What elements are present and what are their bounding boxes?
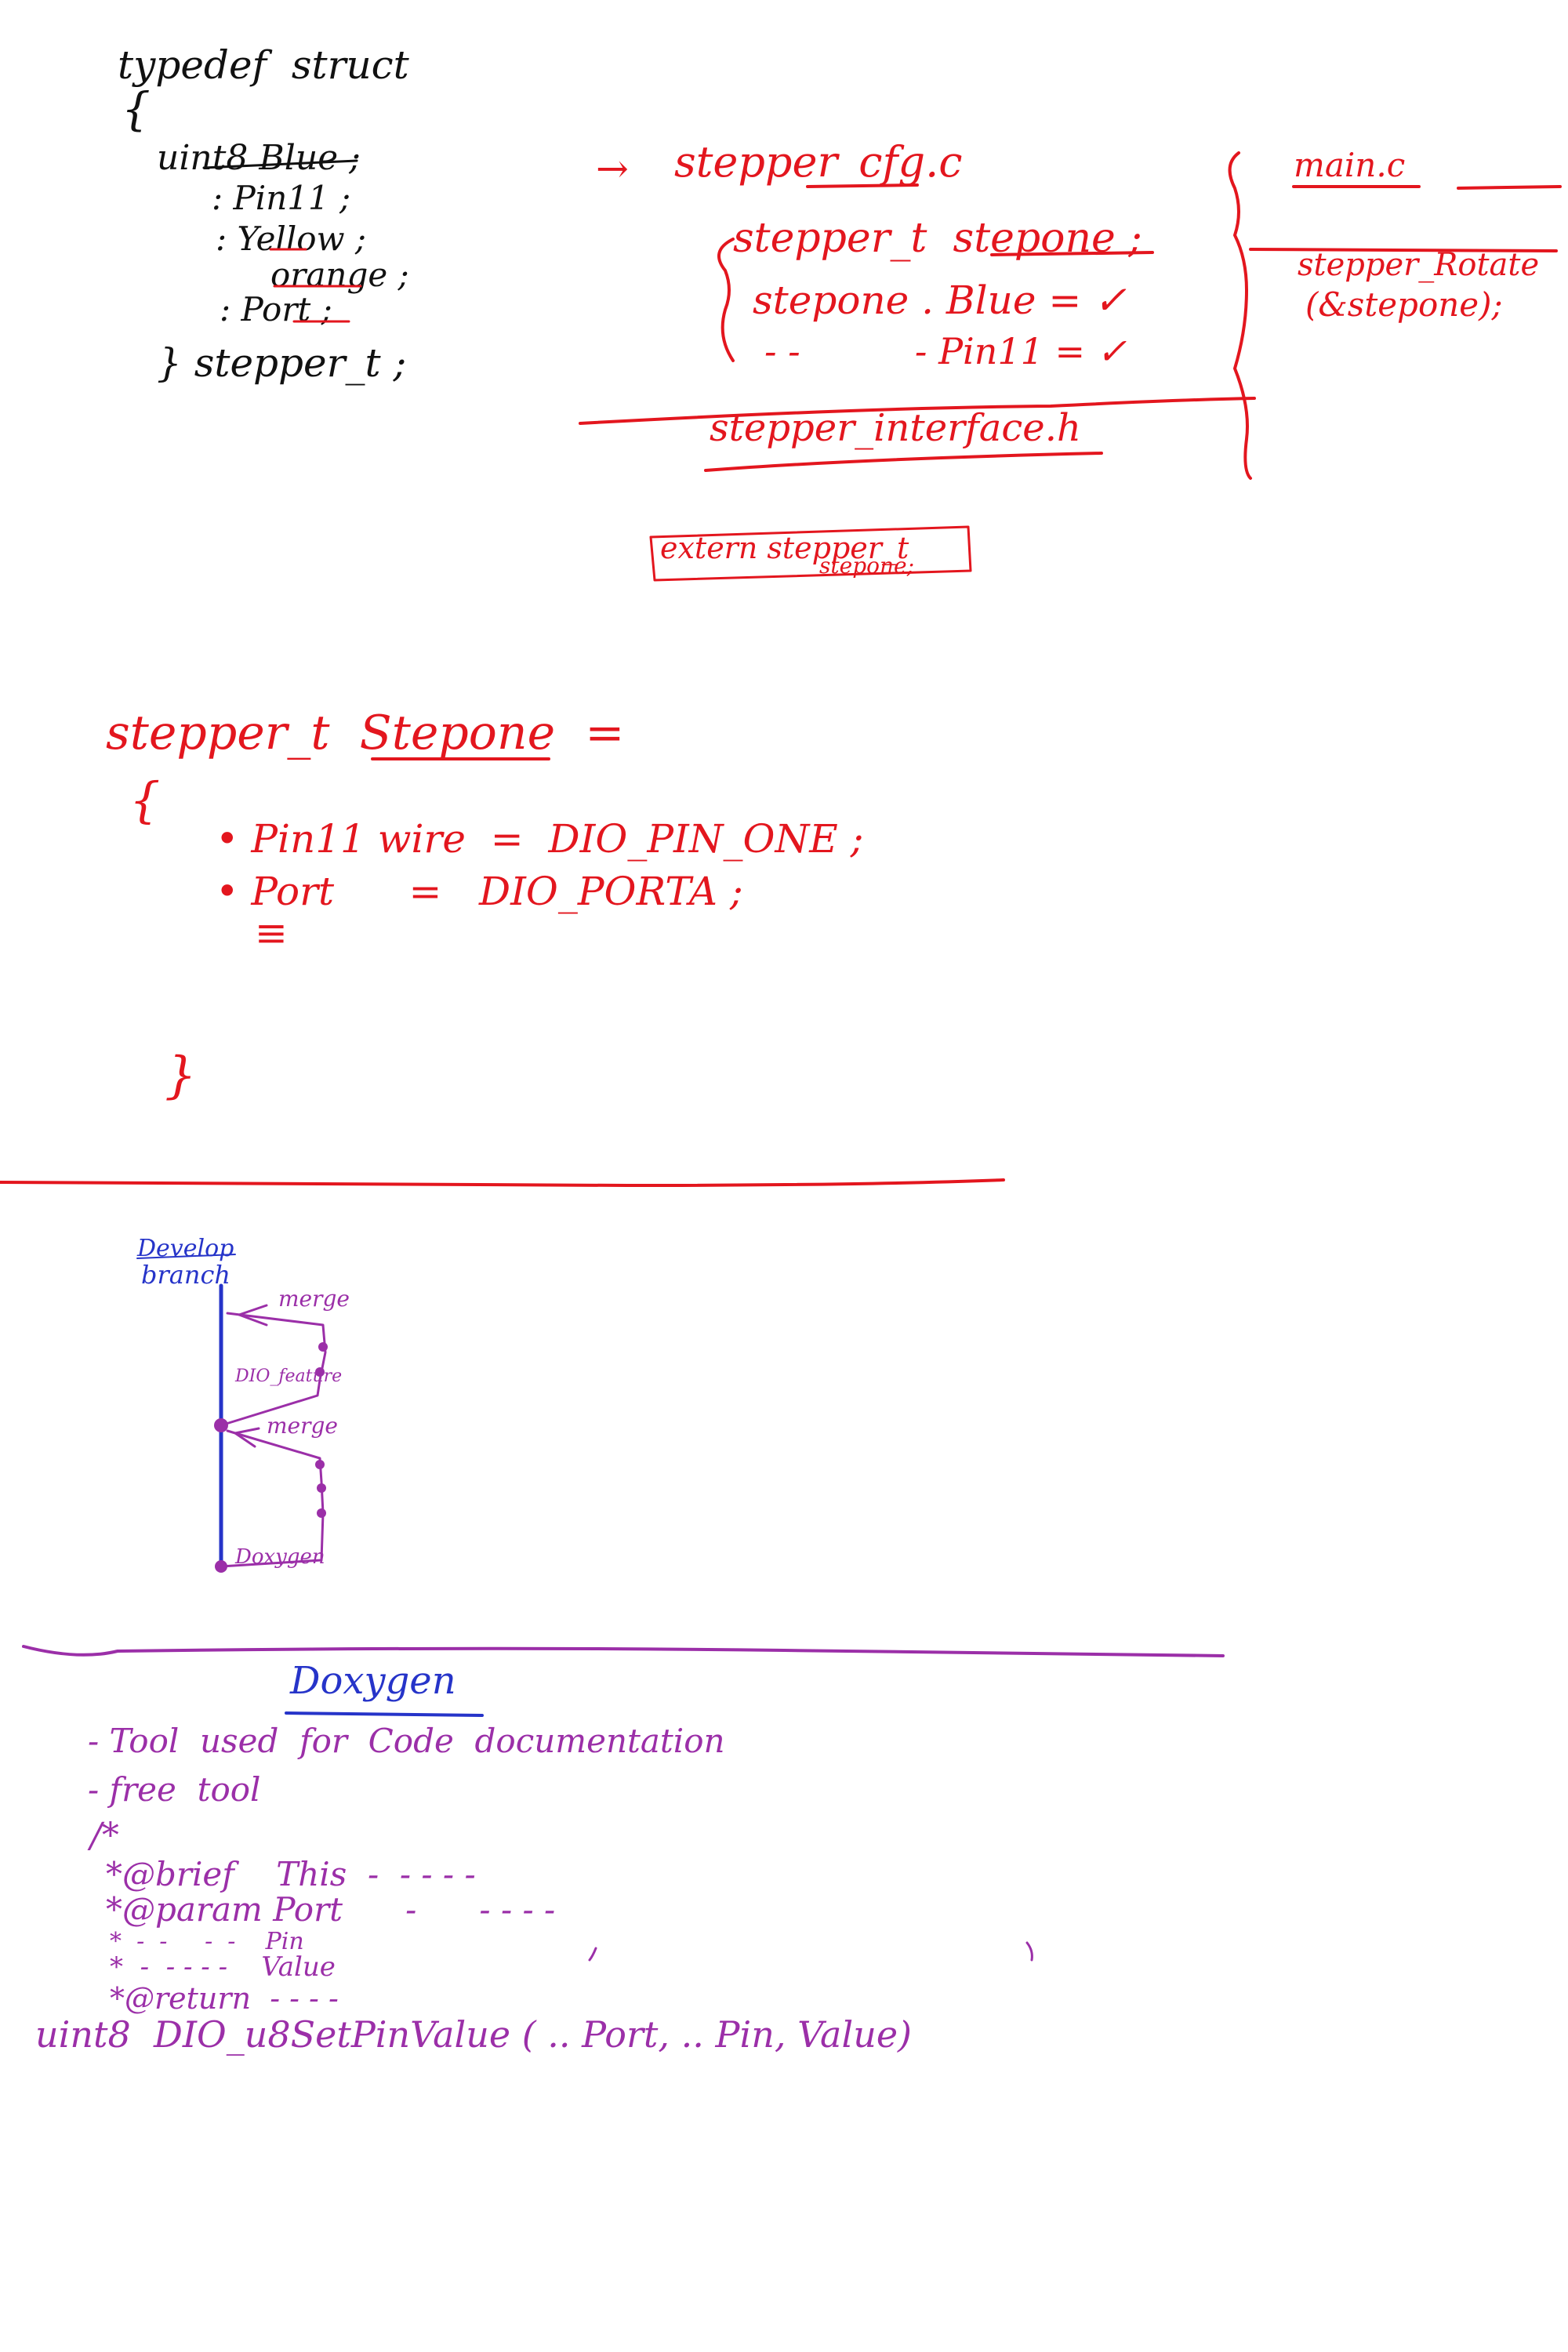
comment-value: * - - - - - Value [110, 1951, 336, 1983]
doxygen-bullet-tool: - Tool used for Code documentation [88, 1722, 725, 1760]
struct-field-orange: orange ; [270, 256, 409, 294]
main-filename: main.c [1294, 146, 1406, 184]
value-tail-mark [1025, 1941, 1033, 1962]
struct-open-brace: { [122, 82, 151, 136]
doxygen-bullet-free: - free tool [88, 1770, 261, 1809]
commit-dot-7 [215, 1560, 227, 1573]
init-header: stepper_t Stepone = [106, 706, 625, 760]
init-line-port: • Port = DIO_PORTA ; [216, 869, 743, 914]
section-divider-purple [22, 1645, 1225, 1657]
init-line-more: ≡ [255, 910, 288, 956]
commit-dot-3 [214, 1418, 228, 1432]
init-line-pin: • Pin11 wire = DIO_PIN_ONE ; [216, 816, 864, 862]
main-call-line1: stepper_Rotate [1298, 247, 1540, 283]
init-open-brace: { [129, 771, 161, 829]
commit-dot-4 [315, 1460, 325, 1469]
doxygen-title-underline [285, 1711, 484, 1717]
doxygen-commit-label: Doxygen [235, 1545, 325, 1569]
comment-return: *@return - - - - [110, 1981, 339, 2016]
cfg-arrow: → [596, 146, 629, 191]
brief-tail-mark [588, 1947, 597, 1962]
comment-param: *@param Port - - - - - [106, 1890, 556, 1929]
comment-brief: *@brief This - - - - - [106, 1855, 476, 1893]
cfg-filename: stepper_cfg.c [674, 137, 963, 187]
main-header-line [1457, 185, 1562, 190]
function-signature: uint8 DIO_u8SetPinValue ( .. Port, .. Pi… [35, 2013, 912, 2056]
branch-label-branch: branch [141, 1260, 230, 1290]
section-divider-red [0, 1178, 1005, 1187]
extern-line2: stepone; [819, 553, 915, 579]
commit-dot-6 [317, 1508, 326, 1518]
cfg-declaration: stepper_t stepone ; [733, 215, 1142, 262]
branch-label-develop: Develop [137, 1235, 234, 1262]
struct-field-yellow: : Yellow ; [216, 220, 367, 258]
comment-pin: * - - - - Pin [110, 1928, 304, 1955]
merge-arrow-bottom [234, 1427, 260, 1448]
merge-label-top: merge [278, 1286, 350, 1312]
interface-filename: stepper_interface.h [710, 406, 1081, 450]
struct-field-port: : Port ; [220, 290, 332, 328]
commit-dot-5 [317, 1483, 326, 1493]
comment-open: /* [90, 1816, 119, 1856]
cfg-assign-blue: stepone . Blue = ✓ [753, 278, 1127, 323]
feature-branch-label: DIO_feature [235, 1367, 343, 1386]
cfg-left-brace [717, 238, 735, 362]
struct-header: typedef struct [118, 42, 409, 88]
struct-closing: } stepper_t ; [157, 340, 407, 386]
interface-underline [704, 452, 1103, 472]
merge-arrow-top [238, 1304, 268, 1327]
commit-dot-1 [318, 1342, 328, 1352]
doxygen-title: Doxygen [290, 1659, 456, 1703]
main-call-line2: (&stepone); [1305, 285, 1503, 324]
struct-field-blue: uint8 Blue ; [157, 138, 361, 178]
cfg-assign-pin: - - - Pin11 = ✓ [764, 330, 1127, 372]
cfg-main-divider [1228, 151, 1252, 480]
struct-field-pin: : Pin11 ; [212, 179, 351, 217]
init-close-brace: } [165, 1047, 197, 1105]
merge-label-bottom: merge [267, 1413, 338, 1439]
